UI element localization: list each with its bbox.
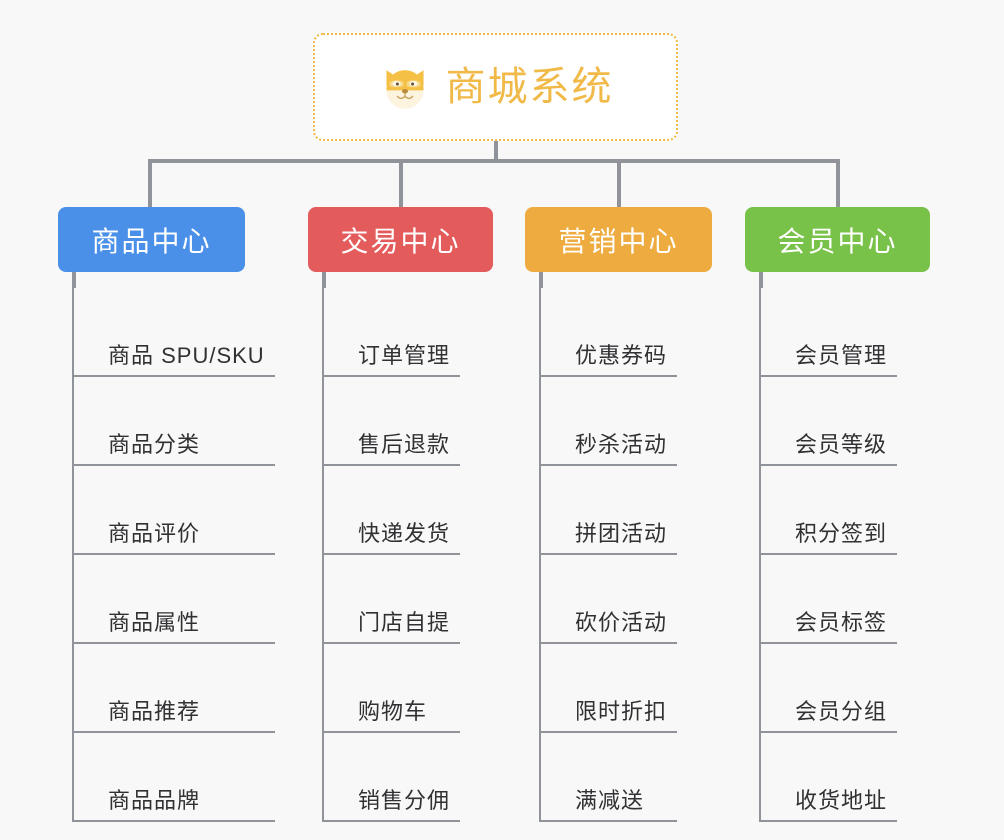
leaf-label: 限时折扣 (575, 699, 668, 724)
connector-stub-3 (539, 272, 543, 288)
connector-drop-3 (617, 159, 621, 207)
leaf-label: 秒杀活动 (575, 432, 668, 457)
leaf-label: 订单管理 (358, 343, 451, 368)
branch-column-2: 交易中心 (308, 207, 523, 272)
connector-drop-2 (399, 159, 403, 207)
branch-column-3: 营销中心 (525, 207, 740, 272)
connector-stub-2 (322, 272, 326, 288)
leaf-label: 商品品牌 (108, 788, 201, 813)
leaf-item[interactable]: 秒杀活动 (541, 377, 678, 466)
category-label-3: 营销中心 (558, 225, 679, 257)
leaf-item[interactable]: 订单管理 (324, 288, 461, 377)
leaf-label: 会员标签 (795, 610, 888, 635)
leaf-label: 商品属性 (108, 610, 201, 635)
category-label-4: 会员中心 (777, 225, 898, 257)
leaf-label: 商品评价 (108, 521, 201, 546)
leaf-item[interactable]: 积分签到 (761, 466, 898, 555)
leaf-list-3: 优惠券码 秒杀活动 拼团活动 砍价活动 限时折扣 满减送 (539, 288, 678, 822)
leaf-item[interactable]: 销售分佣 (324, 733, 461, 822)
leaf-item[interactable]: 会员管理 (761, 288, 898, 377)
leaf-list-4: 会员管理 会员等级 积分签到 会员标签 会员分组 收货地址 (759, 288, 898, 822)
leaf-item[interactable]: 购物车 (324, 644, 461, 733)
leaf-item[interactable]: 满减送 (541, 733, 678, 822)
leaf-label: 会员分组 (795, 699, 888, 724)
leaf-item[interactable]: 商品评价 (74, 466, 275, 555)
leaf-label: 收货地址 (795, 788, 888, 813)
leaf-item[interactable]: 商品分类 (74, 377, 275, 466)
leaf-item[interactable]: 快递发货 (324, 466, 461, 555)
leaf-label: 商品分类 (108, 432, 201, 457)
leaf-item[interactable]: 收货地址 (761, 733, 898, 822)
root-node-title: 商城系统 (445, 65, 614, 109)
connector-horizontal-bus (148, 159, 840, 163)
leaf-item[interactable]: 商品品牌 (74, 733, 275, 822)
category-label-2: 交易中心 (340, 225, 461, 257)
category-box-商品中心[interactable]: 商品中心 (58, 207, 245, 272)
leaf-item[interactable]: 商品 SPU/SKU (74, 288, 275, 377)
branch-column-4: 会员中心 (745, 207, 960, 272)
connector-root-vertical (494, 141, 498, 162)
connector-stub-1 (72, 272, 76, 288)
leaf-label: 砍价活动 (575, 610, 668, 635)
leaf-label: 门店自提 (358, 610, 451, 635)
leaf-label: 购物车 (358, 699, 428, 724)
category-label-1: 商品中心 (91, 225, 212, 257)
leaf-item[interactable]: 会员分组 (761, 644, 898, 733)
leaf-item[interactable]: 门店自提 (324, 555, 461, 644)
leaf-label: 售后退款 (358, 432, 451, 457)
leaf-item[interactable]: 砍价活动 (541, 555, 678, 644)
leaf-item[interactable]: 售后退款 (324, 377, 461, 466)
leaf-label: 快递发货 (358, 521, 451, 546)
leaf-item[interactable]: 限时折扣 (541, 644, 678, 733)
category-box-会员中心[interactable]: 会员中心 (745, 207, 930, 272)
leaf-label: 会员管理 (795, 343, 888, 368)
leaf-item[interactable]: 会员等级 (761, 377, 898, 466)
category-box-交易中心[interactable]: 交易中心 (308, 207, 493, 272)
leaf-label: 销售分佣 (358, 788, 451, 813)
leaf-label: 商品 SPU/SKU (108, 343, 265, 368)
category-box-营销中心[interactable]: 营销中心 (525, 207, 712, 272)
leaf-label: 商品推荐 (108, 699, 201, 724)
leaf-label: 优惠券码 (575, 343, 668, 368)
leaf-item[interactable]: 会员标签 (761, 555, 898, 644)
leaf-label: 满减送 (575, 788, 645, 813)
leaf-item[interactable]: 商品属性 (74, 555, 275, 644)
leaf-label: 积分签到 (795, 521, 888, 546)
shiba-dog-icon (385, 70, 424, 109)
leaf-label: 会员等级 (795, 432, 888, 457)
connector-drop-4 (836, 159, 840, 207)
connector-stub-4 (759, 272, 763, 288)
leaf-item[interactable]: 商品推荐 (74, 644, 275, 733)
leaf-item[interactable]: 优惠券码 (541, 288, 678, 377)
leaf-label: 拼团活动 (575, 521, 668, 546)
root-node-商城系统[interactable]: 商城系统 (313, 33, 678, 141)
leaf-item[interactable]: 拼团活动 (541, 466, 678, 555)
branch-column-1: 商品中心 (58, 207, 278, 272)
connector-drop-1 (148, 159, 152, 207)
leaf-list-1: 商品 SPU/SKU 商品分类 商品评价 商品属性 商品推荐 商品品牌 (72, 288, 275, 822)
leaf-list-2: 订单管理 售后退款 快递发货 门店自提 购物车 销售分佣 (322, 288, 461, 822)
